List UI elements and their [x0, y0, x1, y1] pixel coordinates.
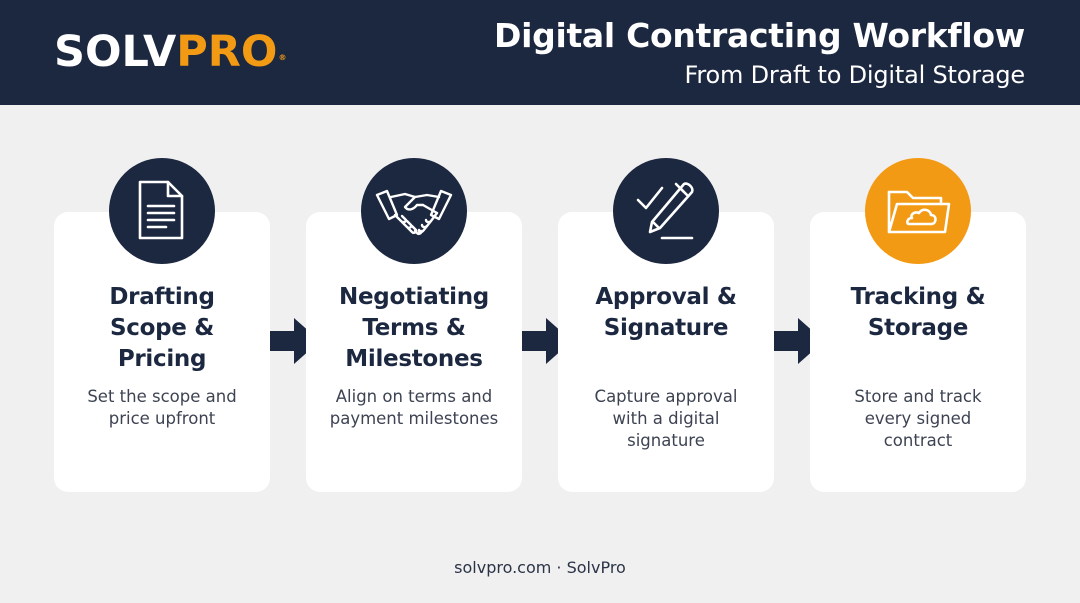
arrow-right-icon: [774, 318, 824, 364]
solvpro-logo[interactable]: SOLVPRO®: [54, 27, 287, 77]
header-bar: SOLVPRO® Digital Contracting Workflow Fr…: [0, 0, 1080, 105]
step-title: Tracking & Storage: [850, 284, 986, 341]
step-description: Set the scope and price upfront: [87, 387, 237, 428]
handshake-icon: [361, 158, 467, 264]
step-title: Negotiating Terms & Milestones: [339, 284, 489, 372]
page-subtitle: From Draft to Digital Storage: [684, 61, 1025, 89]
step-description: Align on terms and payment milestones: [329, 387, 499, 428]
step-title: Approval & Signature: [595, 284, 737, 341]
cloud-folder-icon: [865, 158, 971, 264]
arrow-right-icon: [270, 318, 320, 364]
document-icon: [109, 158, 215, 264]
step-title: Drafting Scope & Pricing: [109, 284, 215, 372]
arrow-right-icon: [522, 318, 572, 364]
step-description: Store and track every signed contract: [854, 387, 982, 450]
page-title: Digital Contracting Workflow: [494, 16, 1025, 55]
footer-text: solvpro.com · SolvPro: [454, 558, 626, 577]
pen-signature-icon: [613, 158, 719, 264]
step-card-negotiating: Negotiating Terms & Milestones Align on …: [306, 212, 522, 492]
step-card-approval: Approval & Signature Capture approval wi…: [558, 212, 774, 492]
step-description: Capture approval with a digital signatur…: [594, 387, 738, 450]
